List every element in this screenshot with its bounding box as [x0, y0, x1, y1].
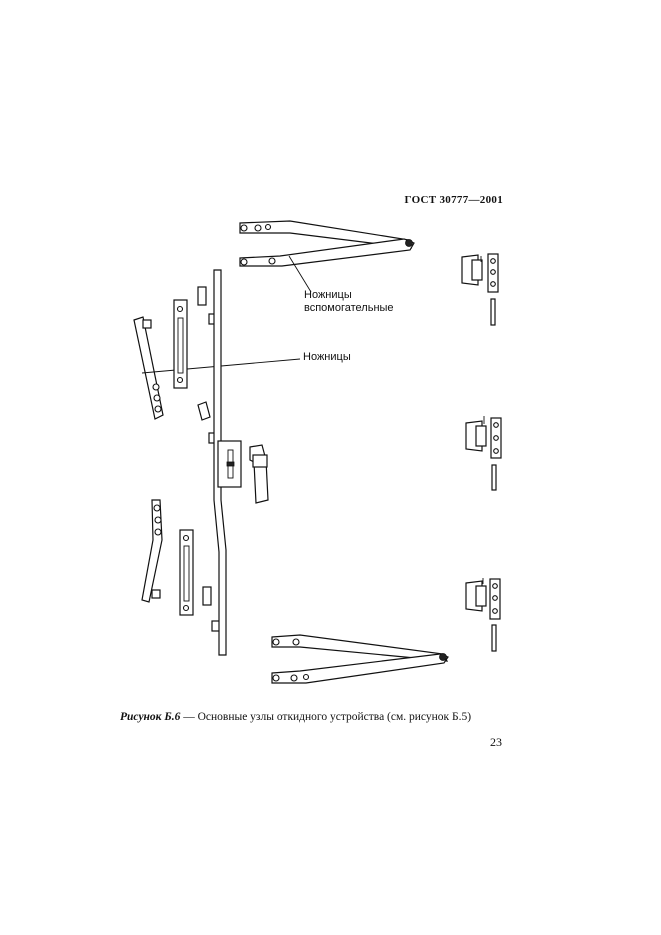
lower-slotted-strip	[179, 529, 194, 616]
caption-dash: —	[180, 711, 198, 723]
auxiliary-scissors-leader	[288, 255, 312, 293]
hinge-group-bottom	[465, 578, 501, 652]
auxiliary-scissors-label: Ножницы вспомогательные	[304, 289, 394, 315]
figure-caption: Рисунок Б.6 — Основные узлы откидного ус…	[120, 711, 471, 723]
left-scissors-arm	[133, 316, 164, 420]
top-auxiliary-scissors	[239, 220, 415, 267]
caption-text: Основные узлы откидного устройства (см. …	[197, 711, 472, 723]
bottom-scissors	[271, 634, 449, 684]
hinge-group-middle	[465, 416, 502, 491]
auxiliary-scissors-label-line2: вспомогательные	[304, 302, 394, 314]
main-scissors-label: Ножницы	[303, 351, 351, 363]
gearbox-handle	[217, 440, 269, 504]
upper-slotted-strip	[173, 299, 188, 389]
small-connectors	[197, 286, 221, 632]
page-number: 23	[490, 735, 502, 749]
auxiliary-scissors-label-line1: Ножницы	[304, 289, 352, 301]
figure-label: Рисунок Б.6	[120, 711, 181, 723]
standard-header: ГОСТ 30777—2001	[404, 194, 503, 206]
lower-left-scissors-arm	[141, 499, 163, 603]
hinge-group-top	[461, 253, 499, 326]
